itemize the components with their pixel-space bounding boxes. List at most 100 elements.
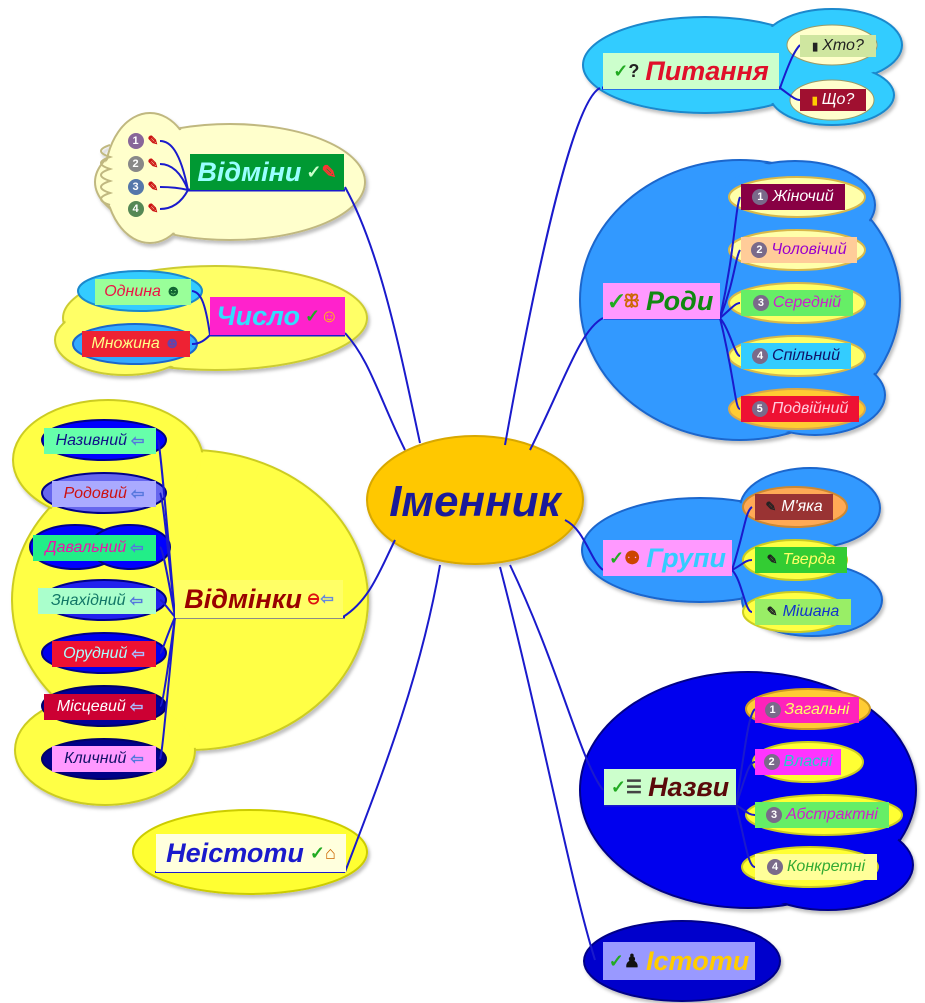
leaf-mishana[interactable]: ✎ Мішана <box>755 599 851 625</box>
arrow-left-icon: ⇦ <box>130 433 145 450</box>
branch-neistoty-label: Неістоти <box>166 837 304 868</box>
leaf-vidmina-1[interactable]: 1 ✎ <box>126 131 160 151</box>
pencil-icon: ✎ <box>147 133 159 148</box>
tag-icon: ✎ <box>766 552 778 567</box>
arrow-left-icon: ⇦ <box>129 593 143 610</box>
leaf-znakhidnyi[interactable]: Знахідний ⇦ <box>38 588 156 614</box>
leaf-vlasni[interactable]: 2 Власні <box>755 749 841 775</box>
branch-vidminy-label: Відміни <box>197 156 302 187</box>
check-penguin-icon: ✓♟ <box>608 950 641 971</box>
leaf-tverda[interactable]: ✎ Тверда <box>755 547 847 573</box>
leaf-odnyna-label: Однина <box>104 283 161 300</box>
branch-istoty[interactable]: ✓♟ Істоти <box>603 942 755 980</box>
leaf-zhinochyi-label: Жіночий <box>772 188 834 205</box>
number-5-icon: 5 <box>751 401 768 417</box>
check-people-icon: ✓⚉ <box>609 547 641 568</box>
leaf-vidmina-4[interactable]: 4 ✎ <box>126 199 160 219</box>
arrow-left-icon: ⇦ <box>130 751 144 768</box>
branch-istoty-label: Істоти <box>646 945 750 976</box>
branch-nazvy-label: Назви <box>648 771 730 802</box>
number-3-icon: 3 <box>752 295 769 311</box>
leaf-zahalni[interactable]: 1 Загальні <box>755 697 859 723</box>
branch-neistoty[interactable]: Неістоти ✓⌂ <box>156 834 346 872</box>
leaf-konkretni[interactable]: 4 Конкретні <box>755 854 877 880</box>
center-node[interactable] <box>366 435 584 565</box>
check-pencil-icon: ✓✎ <box>306 161 337 182</box>
branch-vidminky-label: Відмінки <box>184 583 302 614</box>
leaf-spilnyi[interactable]: 4 Спільний <box>741 343 851 369</box>
leaf-odnyna[interactable]: Однина ☻ <box>95 279 191 305</box>
check-list-icon: ✓☰ <box>610 776 643 797</box>
arrow-left-icon: ⇦ <box>130 486 145 503</box>
leaf-vidmina-2[interactable]: 2 ✎ <box>126 154 160 174</box>
leaf-nazyvnyi[interactable]: Називний ⇦ <box>44 428 156 454</box>
branch-chyslo[interactable]: Число ✓☺ <box>210 297 345 335</box>
leaf-abstraktni[interactable]: 3 Абстрактні <box>755 802 889 828</box>
arrow-left-icon: ⇦ <box>130 540 144 557</box>
pencil-icon: ✎ <box>147 179 159 194</box>
number-1-icon: 1 <box>764 702 781 718</box>
tag-icon: ✎ <box>765 499 777 514</box>
number-2-icon: 2 <box>751 242 768 258</box>
branch-vidminy[interactable]: Відміни ✓✎ <box>190 154 344 190</box>
pencil-icon: ✎ <box>147 201 159 216</box>
leaf-zahalni-label: Загальні <box>784 701 850 718</box>
leaf-klychnyi[interactable]: Кличний ⇦ <box>52 746 156 772</box>
tag-icon: ✎ <box>766 604 778 619</box>
branch-hrupy[interactable]: ✓⚉ Групи <box>603 540 732 576</box>
leaf-serednii-label: Середній <box>772 294 842 311</box>
leaf-rodovyi[interactable]: Родовий ⇦ <box>52 481 156 507</box>
leaf-zhinochyi[interactable]: 1 Жіночий <box>741 184 845 210</box>
leaf-klychnyi-label: Кличний <box>64 750 127 767</box>
leaf-cholovichyi-label: Чоловічий <box>771 241 847 258</box>
leaf-shcho[interactable]: ▮ Що? <box>800 89 866 111</box>
leaf-davalnyi[interactable]: Давальний ⇦ <box>33 535 156 561</box>
leaf-konkretni-label: Конкретні <box>787 858 865 875</box>
arrow-left-icon: ⇦ <box>131 646 145 663</box>
check-question-icon: ✓? <box>613 60 640 81</box>
leaf-shcho-label: Що? <box>821 91 855 108</box>
check-smiley-icon: ✓☺ <box>305 305 339 326</box>
leaf-mishana-label: Мішана <box>782 603 840 620</box>
leaf-vidmina-3[interactable]: 3 ✎ <box>126 177 160 197</box>
number-2-icon: 2 <box>127 156 144 172</box>
branch-pytannia[interactable]: ✓? Питання <box>603 53 779 89</box>
number-4-icon: 4 <box>752 348 769 364</box>
leaf-orudnyi[interactable]: Орудний ⇦ <box>52 641 156 667</box>
people-icon: ☻ <box>163 335 181 352</box>
leaf-podviinyi[interactable]: 5 Подвійний <box>741 396 859 422</box>
leaf-miaka-label: М'яка <box>781 498 823 515</box>
leaf-serednii[interactable]: 3 Середній <box>741 290 853 316</box>
leaf-rodovyi-label: Родовий <box>63 485 127 502</box>
number-1-icon: 1 <box>127 133 144 149</box>
leaf-mnozhyna-label: Множина <box>91 335 160 352</box>
number-3-icon: 3 <box>127 179 144 195</box>
leaf-khto-label: Хто? <box>822 37 864 54</box>
branch-nazvy[interactable]: ✓☰ Назви <box>604 769 736 805</box>
leaf-spilnyi-label: Спільний <box>772 347 840 364</box>
leaf-podviinyi-label: Подвійний <box>771 400 849 417</box>
leaf-mistsevyi-label: Місцевий <box>56 698 126 715</box>
number-1-icon: 1 <box>752 189 769 205</box>
number-4-icon: 4 <box>127 201 144 217</box>
branch-pytannia-label: Питання <box>645 55 769 86</box>
leaf-khto[interactable]: ▮ Хто? <box>800 35 876 57</box>
leaf-mistsevyi[interactable]: Місцевий ⇦ <box>44 694 156 720</box>
center-label[interactable]: Іменник <box>389 477 561 526</box>
branch-hrupy-label: Групи <box>646 542 726 573</box>
number-4-icon: 4 <box>767 859 783 875</box>
leaf-orudnyi-label: Орудний <box>63 645 128 662</box>
number-2-icon: 2 <box>763 754 780 770</box>
leaf-cholovichyi[interactable]: 2 Чоловічий <box>741 237 857 263</box>
branch-rody[interactable]: ✓ꕥ Роди <box>603 283 720 319</box>
arrow-left-icon: ⇦ <box>129 699 144 716</box>
check-house-icon: ✓⌂ <box>309 842 336 863</box>
pencil-icon: ✎ <box>147 156 159 171</box>
leaf-mnozhyna[interactable]: Множина ☻ <box>82 331 190 357</box>
leaf-miaka[interactable]: ✎ М'яка <box>755 494 833 520</box>
branch-vidminky[interactable]: Відмінки ⊖⇦ <box>175 580 343 618</box>
check-butterfly-icon: ✓ꕥ <box>609 290 640 311</box>
leaf-davalnyi-label: Давальний <box>45 539 127 556</box>
stop-arrow-icon: ⊖⇦ <box>306 591 334 608</box>
leaf-vlasni-label: Власні <box>783 753 833 770</box>
